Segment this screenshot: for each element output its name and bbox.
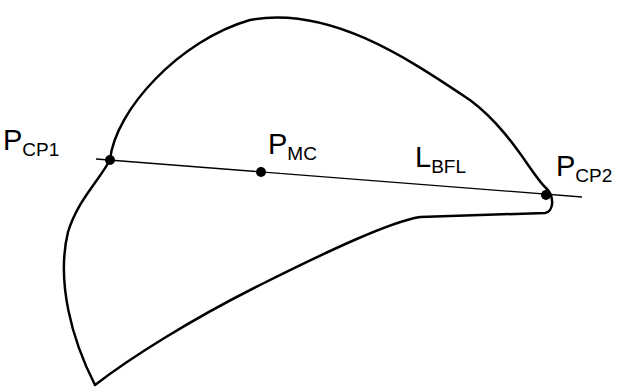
mass-center-dot	[256, 167, 266, 177]
contact-point-dot	[541, 190, 551, 200]
best-fit-line	[96, 159, 582, 197]
point-label: LBFL	[415, 143, 466, 172]
label-letter: P	[556, 150, 575, 182]
point-label: PCP2	[556, 152, 612, 181]
label-subscript: CP2	[575, 165, 612, 186]
contact-point-dot	[105, 155, 115, 165]
point-label: PMC	[268, 130, 317, 159]
label-subscript: BFL	[431, 156, 466, 177]
particle-outline	[64, 17, 552, 385]
label-letter: L	[415, 141, 431, 173]
label-letter: P	[3, 124, 22, 156]
label-letter: P	[268, 128, 287, 160]
label-subscript: MC	[287, 143, 317, 164]
label-subscript: CP1	[22, 139, 59, 160]
point-label: PCP1	[3, 126, 59, 155]
